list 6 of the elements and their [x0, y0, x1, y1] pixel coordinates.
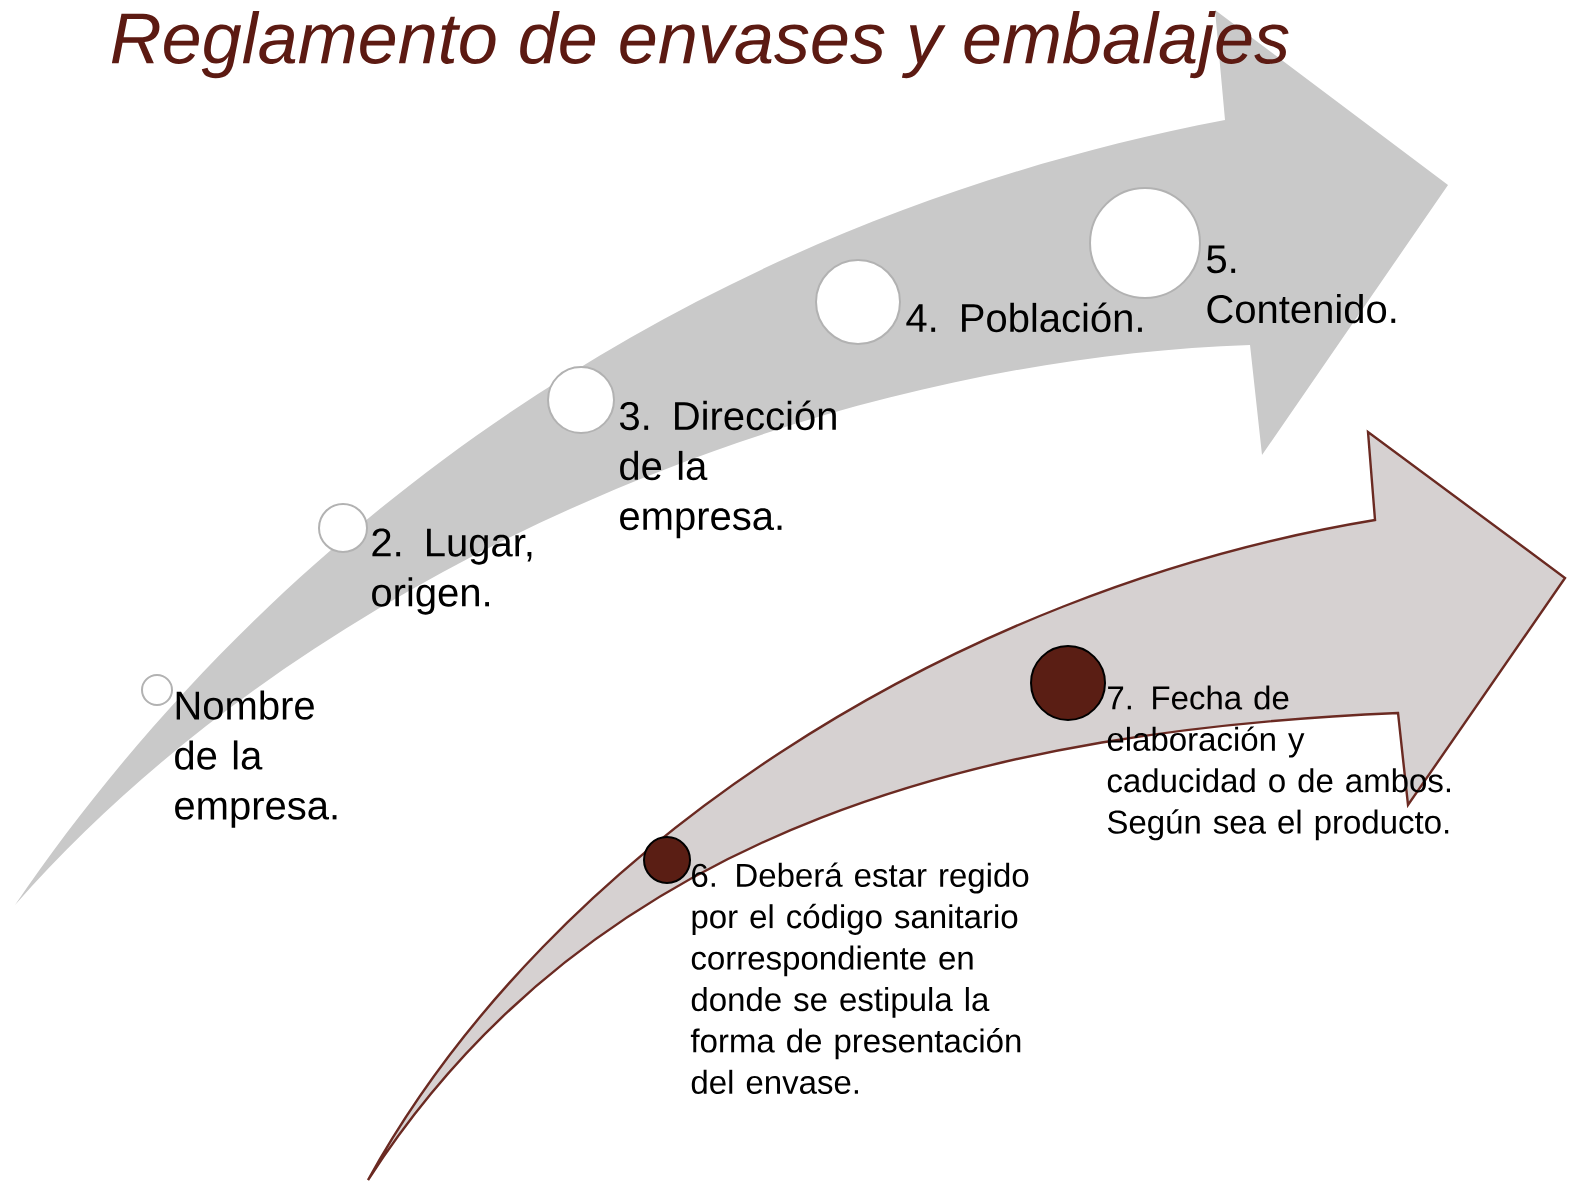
step-label: 2. Lugar, origen. [372, 528, 532, 615]
step-label: 3. Dirección de la empresa. [619, 400, 836, 539]
title: Reglamento de envases y embalajes [111, 11, 1289, 79]
step-label: Nombre de la empresa. [175, 690, 337, 828]
step-label: 5. Contenido. [1207, 245, 1396, 324]
step-label: 4. Población. [906, 302, 1142, 333]
